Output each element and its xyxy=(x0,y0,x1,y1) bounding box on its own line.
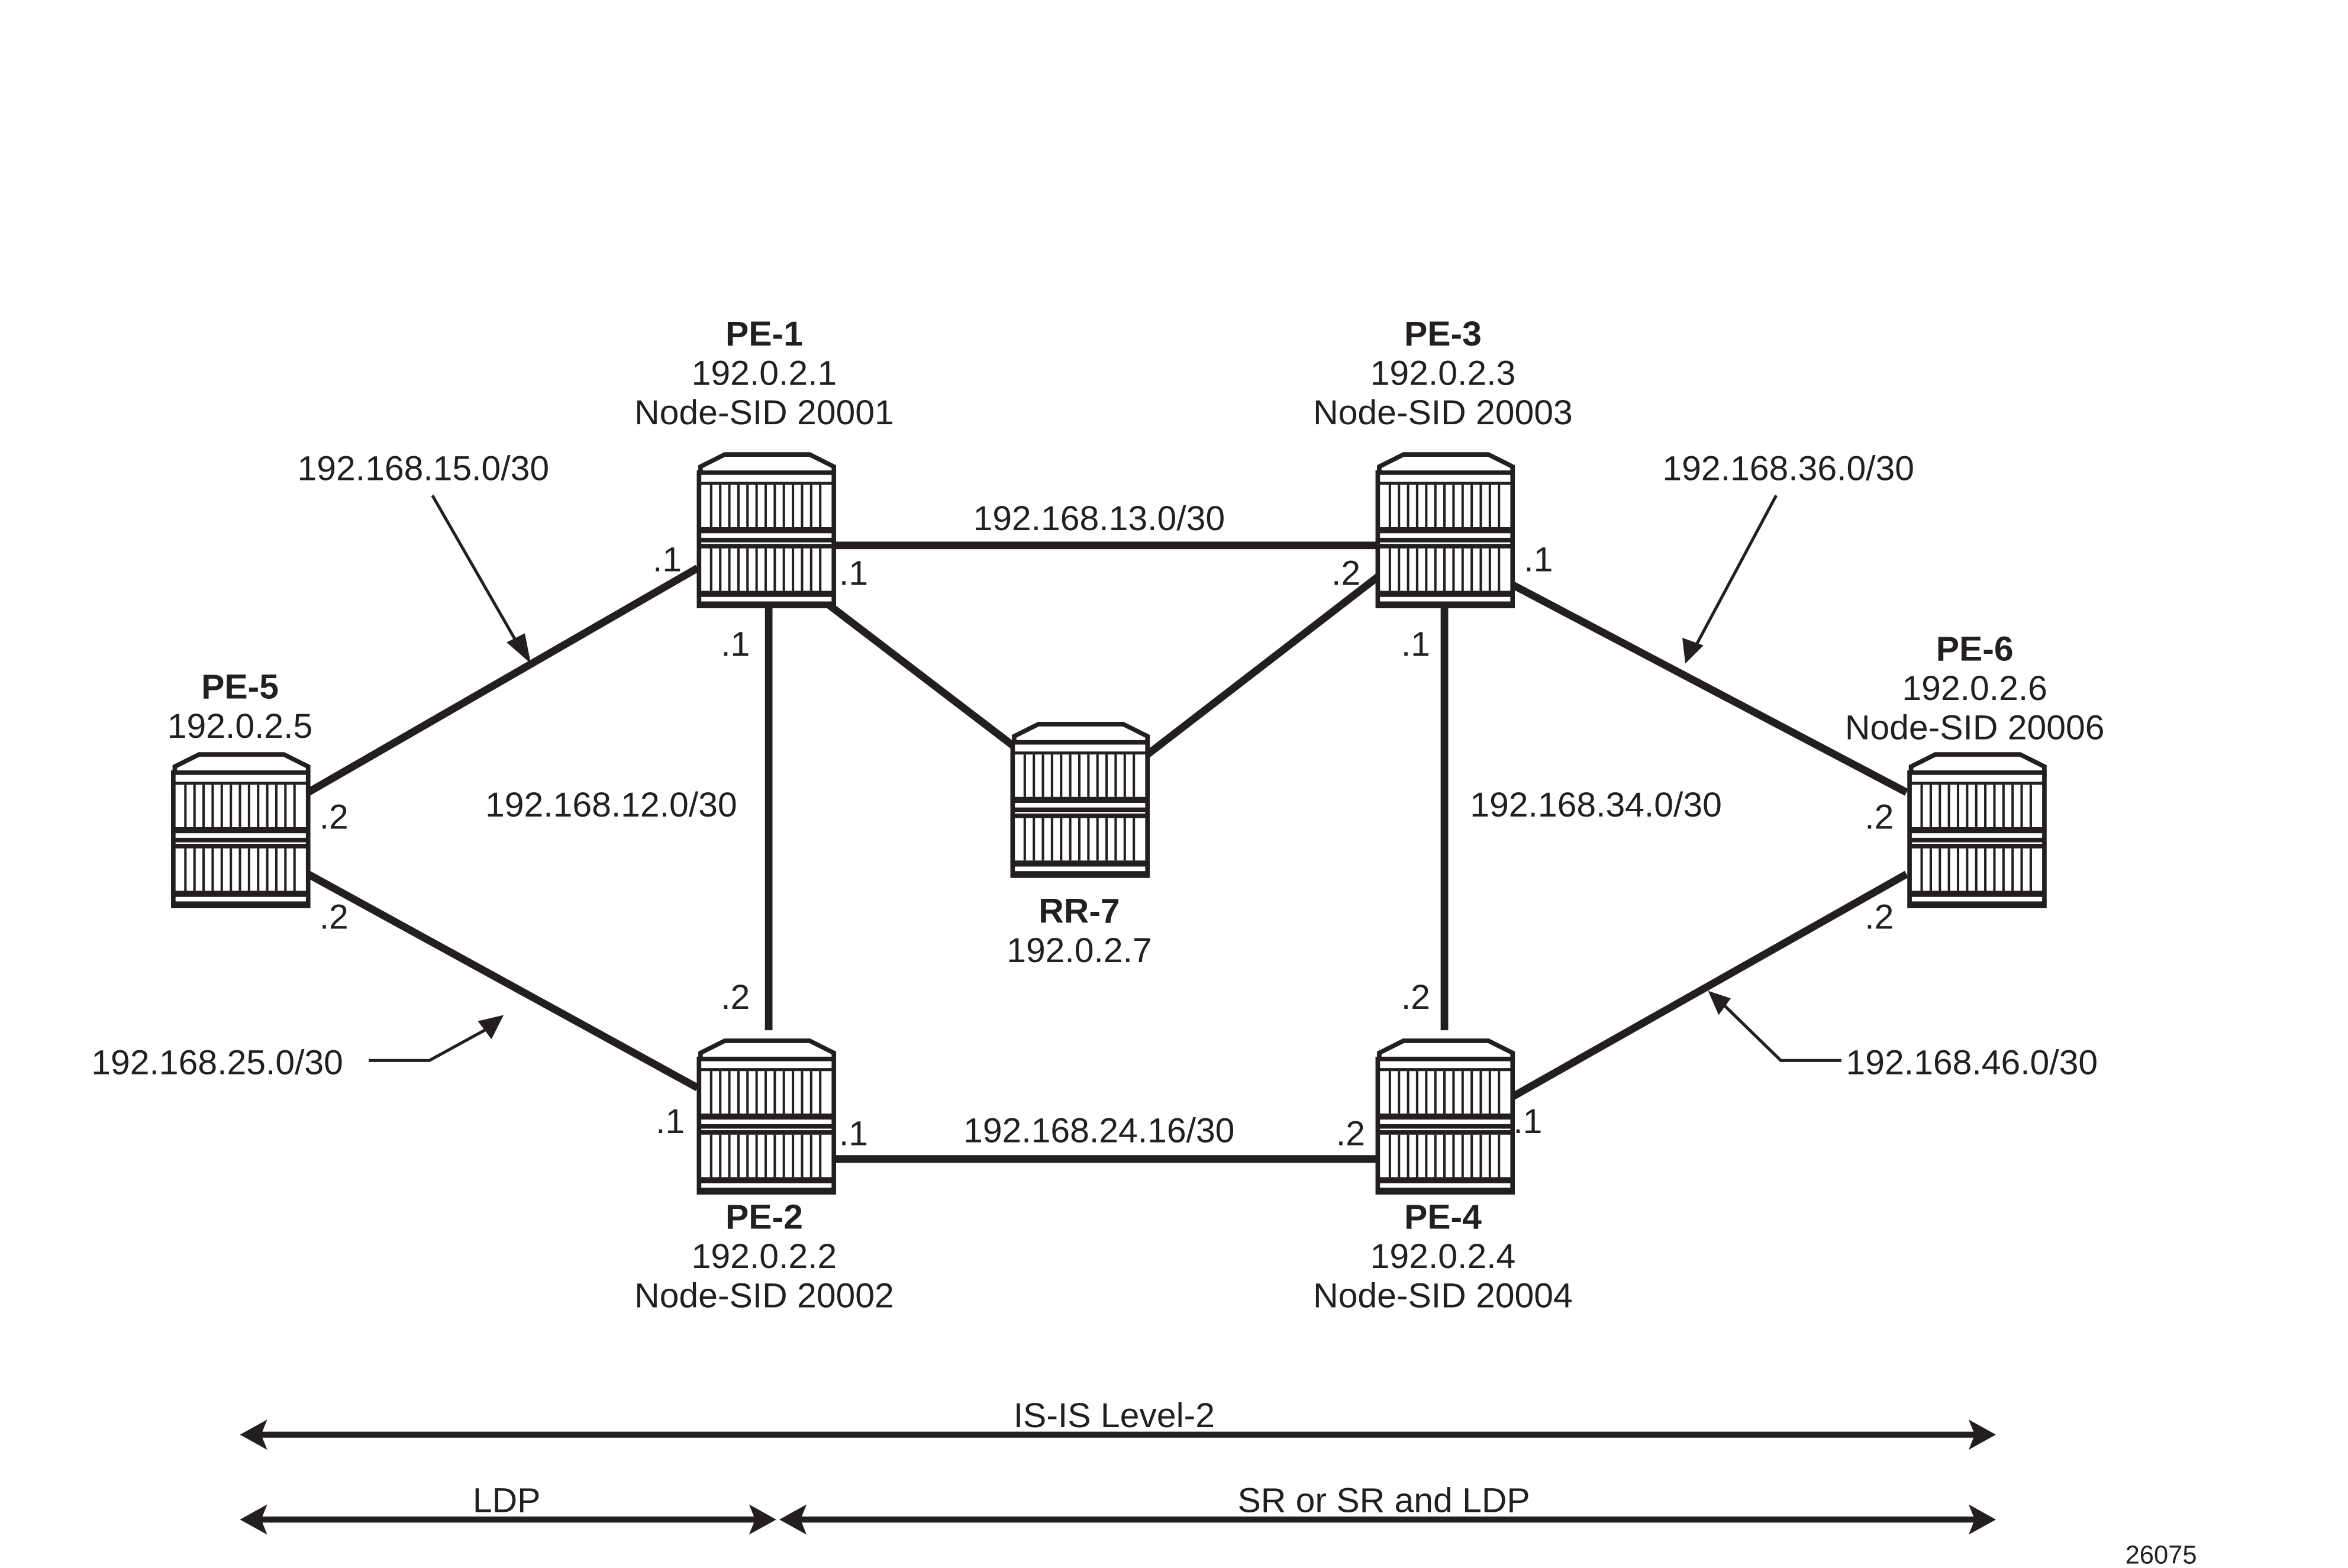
link-pe5-pe2 xyxy=(306,870,699,1091)
node-sid: Node-SID 20006 xyxy=(1845,708,2105,747)
arrowhead-icon xyxy=(507,633,531,664)
ldp-label: LDP xyxy=(473,1481,541,1519)
sr-label: SR or SR and LDP xyxy=(1238,1481,1530,1519)
isis-label: IS-IS Level-2 xyxy=(1014,1396,1215,1435)
node-ip: 192.0.2.1 xyxy=(692,354,837,392)
subnet-label-25: 192.168.25.0/30 xyxy=(91,1043,343,1082)
if-pe6-36: .2 xyxy=(1865,798,1894,837)
arrowhead-right-icon xyxy=(1968,1504,1997,1535)
router-rr7[interactable] xyxy=(1012,724,1147,876)
router-pe6[interactable] xyxy=(1910,754,2044,906)
if-pe2-12: .2 xyxy=(721,978,750,1017)
node-label-pe1: PE-1 192.0.2.1 Node-SID 20001 xyxy=(634,315,894,432)
if-pe2-24: .1 xyxy=(839,1115,868,1153)
node-sid: Node-SID 20002 xyxy=(634,1277,894,1315)
subnet-label-46: 192.168.46.0/30 xyxy=(1846,1043,2098,1082)
if-pe3-36: .1 xyxy=(1524,540,1553,579)
node-sid: Node-SID 20003 xyxy=(1313,393,1573,432)
node-name: RR-7 xyxy=(1038,892,1120,930)
router-pe2[interactable] xyxy=(699,1041,834,1192)
router-pe3[interactable] xyxy=(1378,454,1512,606)
if-pe4-34: .2 xyxy=(1401,978,1430,1017)
if-pe3-34: .1 xyxy=(1401,625,1430,664)
if-pe1-13: .1 xyxy=(839,554,868,592)
if-pe3-13: .2 xyxy=(1331,554,1360,592)
node-label-pe2: PE-2 192.0.2.2 Node-SID 20002 xyxy=(634,1198,894,1315)
node-ip: 192.0.2.3 xyxy=(1370,354,1516,392)
node-ip: 192.0.2.6 xyxy=(1902,669,2047,708)
if-pe4-46: .1 xyxy=(1513,1102,1542,1141)
arrowhead-left-icon xyxy=(240,1419,267,1450)
router-pe5[interactable] xyxy=(173,754,308,906)
arrowhead-icon xyxy=(478,1015,504,1040)
router-pe4[interactable] xyxy=(1378,1041,1512,1192)
node-name: PE-1 xyxy=(725,315,803,353)
node-name: PE-4 xyxy=(1404,1198,1482,1236)
callout-46 xyxy=(1717,999,1841,1062)
arrowhead-icon xyxy=(1682,637,1704,664)
node-label-pe3: PE-3 192.0.2.3 Node-SID 20003 xyxy=(1313,315,1573,432)
domain-ldp: LDP xyxy=(240,1481,776,1535)
if-pe2-25: .1 xyxy=(656,1102,685,1141)
node-label-pe4: PE-4 192.0.2.4 Node-SID 20004 xyxy=(1313,1198,1573,1315)
link-pe3-pe6 xyxy=(1508,580,1908,796)
links xyxy=(306,541,1909,1163)
node-ip: 192.0.2.7 xyxy=(1007,931,1152,970)
domain-isis: IS-IS Level-2 xyxy=(240,1396,1997,1450)
arrowhead-left-icon xyxy=(779,1504,807,1535)
node-ip: 192.0.2.4 xyxy=(1370,1237,1516,1276)
if-pe1-15: .1 xyxy=(653,540,682,579)
router-pe1[interactable] xyxy=(699,454,834,606)
subnet-label-36: 192.168.36.0/30 xyxy=(1662,450,1914,488)
if-pe4-24: .2 xyxy=(1336,1115,1365,1153)
node-sid: Node-SID 20004 xyxy=(1313,1277,1573,1315)
if-pe5-15: .2 xyxy=(320,798,349,837)
arrowhead-icon xyxy=(1708,991,1731,1015)
link-pe5-pe1 xyxy=(306,564,699,796)
subnet-label-34: 192.168.34.0/30 xyxy=(1470,786,1722,824)
if-pe6-46: .2 xyxy=(1865,898,1894,937)
node-ip: 192.0.2.5 xyxy=(167,707,313,746)
subnet-label-12: 192.168.12.0/30 xyxy=(485,786,737,824)
node-name: PE-3 xyxy=(1404,315,1482,353)
node-ip: 192.0.2.2 xyxy=(692,1237,837,1276)
if-pe5-25: .2 xyxy=(320,898,349,937)
callout-25 xyxy=(369,1024,494,1062)
node-sid: Node-SID 20001 xyxy=(634,393,894,432)
link-pe4-pe6 xyxy=(1507,870,1909,1102)
domain-sr: SR or SR and LDP xyxy=(779,1481,1997,1535)
callout-15 xyxy=(431,494,522,650)
arrowhead-right-icon xyxy=(749,1504,776,1535)
callout-arrows xyxy=(369,494,1841,1062)
node-name: PE-2 xyxy=(725,1198,803,1236)
link-pe3-rr7 xyxy=(1145,572,1382,758)
node-name: PE-5 xyxy=(201,667,279,706)
interface-labels: .2 .1 .2 .1 .1 .2 .1 .2 .1 .2 .1 .2 .1 .… xyxy=(320,540,1894,1153)
subnet-label-13: 192.168.13.0/30 xyxy=(973,499,1225,538)
if-pe1-12: .1 xyxy=(721,625,750,664)
link-pe1-rr7 xyxy=(824,599,1015,748)
subnet-label-15: 192.168.15.0/30 xyxy=(298,450,550,488)
node-label-pe6: PE-6 192.0.2.6 Node-SID 20006 xyxy=(1845,630,2105,747)
subnet-label-24: 192.168.24.16/30 xyxy=(963,1112,1234,1150)
node-label-pe5: PE-5 192.0.2.5 xyxy=(167,667,313,746)
figure-number: 26075 xyxy=(2126,1541,2197,1568)
arrowhead-right-icon xyxy=(1968,1419,1997,1450)
callout-36 xyxy=(1693,495,1778,650)
node-name: PE-6 xyxy=(1936,630,2014,668)
arrowhead-left-icon xyxy=(240,1504,267,1535)
node-label-rr7: RR-7 192.0.2.7 xyxy=(1007,892,1152,970)
